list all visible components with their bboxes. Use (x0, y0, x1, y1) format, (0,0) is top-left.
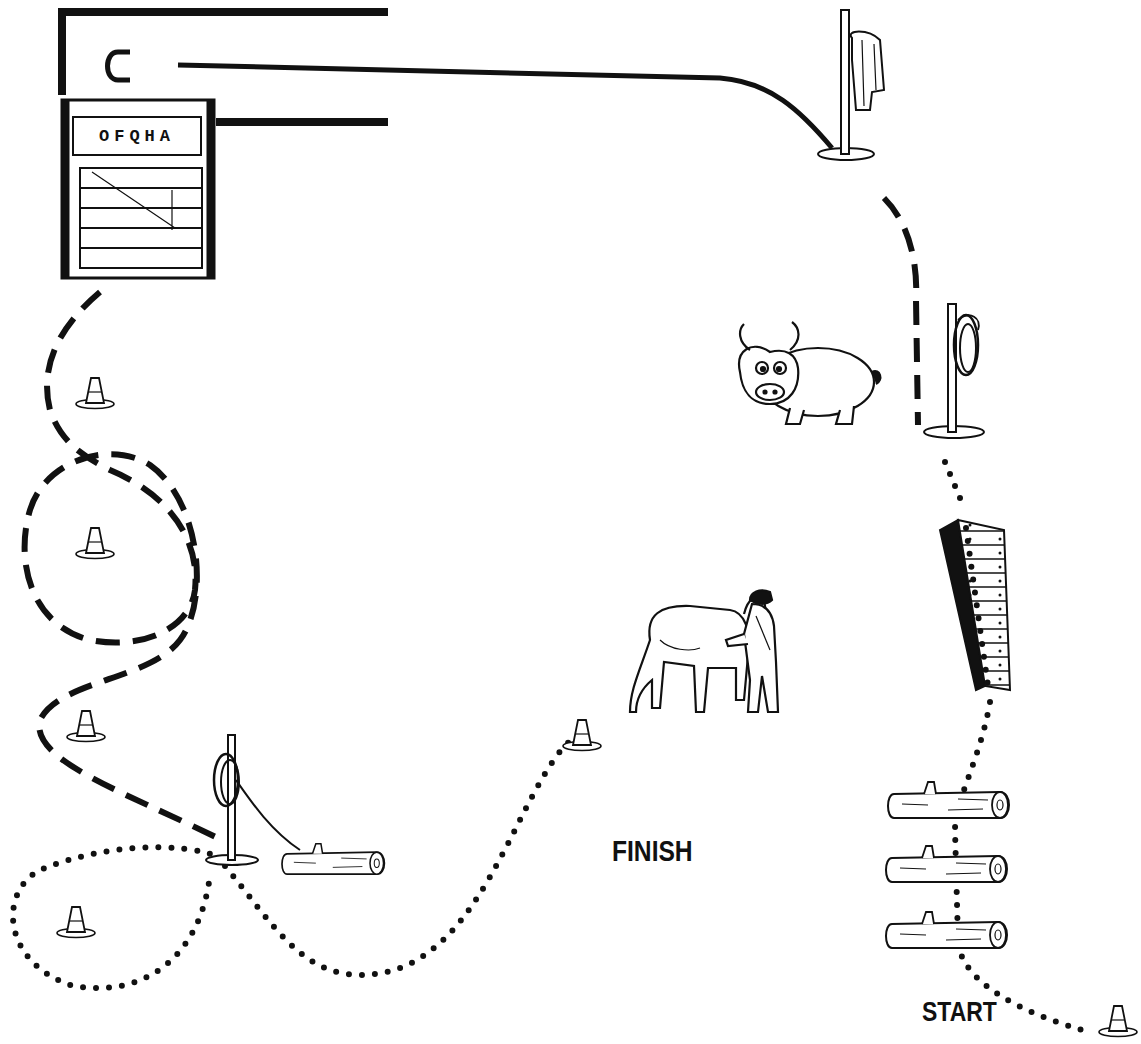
log (888, 782, 1009, 818)
horse-and-handler (630, 590, 778, 712)
rope-post (206, 735, 300, 865)
lariat-post (924, 304, 984, 438)
course-label: FINISH (612, 834, 693, 868)
gate (62, 100, 214, 278)
gate-sign: OFQHA (72, 116, 202, 156)
cone (76, 378, 114, 409)
cone (563, 720, 601, 751)
dashed-route (25, 198, 918, 840)
course-label: START (922, 996, 997, 1028)
log (886, 846, 1007, 882)
solid-route (178, 65, 832, 148)
cone (67, 711, 105, 742)
dotted-route (13, 462, 1082, 1030)
bridge (940, 520, 1010, 690)
mailbox-symbol (108, 52, 131, 80)
cone (57, 907, 95, 938)
cone (1099, 1006, 1137, 1037)
cone (76, 528, 114, 559)
log (886, 912, 1007, 948)
bull-figure (739, 322, 880, 424)
sign-text: OFQHA (99, 127, 175, 146)
coat-rack (818, 10, 884, 160)
